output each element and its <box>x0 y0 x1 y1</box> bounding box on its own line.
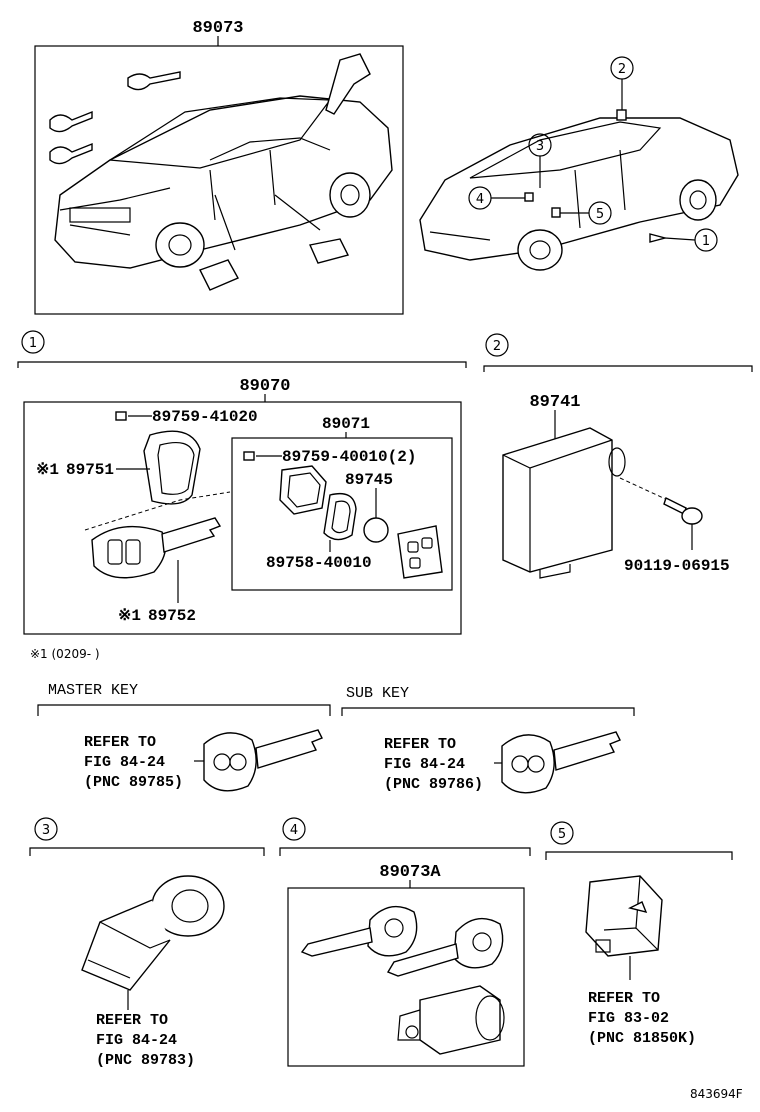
bolt-guide-line <box>619 477 673 503</box>
kit-key-2-shape <box>386 917 504 977</box>
car-illustration-right <box>419 117 739 271</box>
section-4-header: 4 <box>279 817 531 856</box>
sub-key-ref-1: REFER TO <box>384 736 456 753</box>
section-3-ref-1: REFER TO <box>96 1012 168 1029</box>
footnote: ※1 (0209- ) <box>30 647 100 661</box>
screw-top-label: 89759-41020 <box>152 408 258 426</box>
master-key-shape <box>203 729 323 792</box>
section-1-header: 1 <box>17 330 467 368</box>
switch-module-shape <box>585 875 663 957</box>
sub-key-shape <box>501 731 621 794</box>
receiver-box-shape <box>502 427 626 579</box>
key-blank-label: 89752 <box>148 607 196 625</box>
bolt-shape <box>663 497 703 525</box>
cylinder-kit-label: 89073A <box>379 863 441 882</box>
master-key-ref-1: REFER TO <box>84 734 156 751</box>
battery-label: 89745 <box>345 471 393 489</box>
mark-1b: ※1 <box>118 607 141 625</box>
mark-1: ※1 <box>36 461 59 479</box>
subassembly-frame <box>231 437 453 591</box>
key-blank-shape <box>91 517 222 579</box>
subassembly-label: 89071 <box>322 415 370 433</box>
sub-key-ref-2: FIG 84-24 <box>384 756 465 773</box>
svg-text:1: 1 <box>29 336 37 351</box>
svg-text:5: 5 <box>558 827 566 842</box>
bolt-label: 90119-06915 <box>624 557 730 575</box>
car-illustration-left <box>54 95 393 269</box>
svg-text:5: 5 <box>596 207 604 222</box>
svg-text:2: 2 <box>618 62 626 77</box>
callout-3: 3 <box>528 133 552 188</box>
master-key-ref-3: (PNC 89785) <box>84 774 183 791</box>
kit-frame <box>34 45 404 315</box>
sub-screw-label: 89759-40010(2) <box>282 448 416 466</box>
screw-icon <box>115 411 127 421</box>
kit-keys-left <box>49 53 371 291</box>
section-5-ref-3: (PNC 81850K) <box>588 1030 696 1047</box>
sub-key-title: SUB KEY <box>346 685 409 702</box>
gasket-label: 89758-40010 <box>266 554 372 572</box>
callout-5: 5 <box>551 201 612 225</box>
battery-icon <box>363 517 389 543</box>
callout-1: 1 <box>649 228 718 252</box>
section-5-ref-2: FIG 83-02 <box>588 1010 669 1027</box>
section-3-header: 3 <box>29 817 265 856</box>
transmitter-assembly-label: 89070 <box>239 377 290 396</box>
sub-key-ref-3: (PNC 89786) <box>384 776 483 793</box>
receiver-label: 89741 <box>529 393 580 412</box>
ignition-switch-shape <box>81 875 225 991</box>
svg-text:1: 1 <box>702 234 710 249</box>
section-2-header: 2 <box>483 333 753 372</box>
inner-case-shape <box>279 465 327 515</box>
callout-4: 4 <box>468 186 534 210</box>
cylinder-kit-frame <box>287 887 525 1067</box>
svg-text:3: 3 <box>42 823 50 838</box>
callout-2: 2 <box>610 56 634 121</box>
master-key-title: MASTER KEY <box>48 682 138 699</box>
svg-text:4: 4 <box>476 192 484 207</box>
svg-text:2: 2 <box>493 339 501 354</box>
kit-key-1-shape <box>300 905 418 957</box>
assembly-guide-line <box>84 491 231 531</box>
kit-number-label: 89073 <box>192 19 243 38</box>
housing-case-shape <box>143 430 201 505</box>
section-5-ref-1: REFER TO <box>588 990 660 1007</box>
sub-screw-icon <box>243 451 255 461</box>
illustration-code: 843694F <box>690 1087 743 1101</box>
section-3-ref-2: FIG 84-24 <box>96 1032 177 1049</box>
housing-label: 89751 <box>66 461 114 479</box>
kit-cylinder-shape <box>397 985 505 1055</box>
svg-text:3: 3 <box>536 139 544 154</box>
section-5-header: 5 <box>545 821 733 860</box>
button-pad-shape <box>397 525 443 579</box>
gasket-shape <box>323 492 357 541</box>
svg-text:4: 4 <box>290 823 298 838</box>
section-3-ref-3: (PNC 89783) <box>96 1052 195 1069</box>
transmitter-frame <box>23 401 462 635</box>
master-key-ref-2: FIG 84-24 <box>84 754 165 771</box>
